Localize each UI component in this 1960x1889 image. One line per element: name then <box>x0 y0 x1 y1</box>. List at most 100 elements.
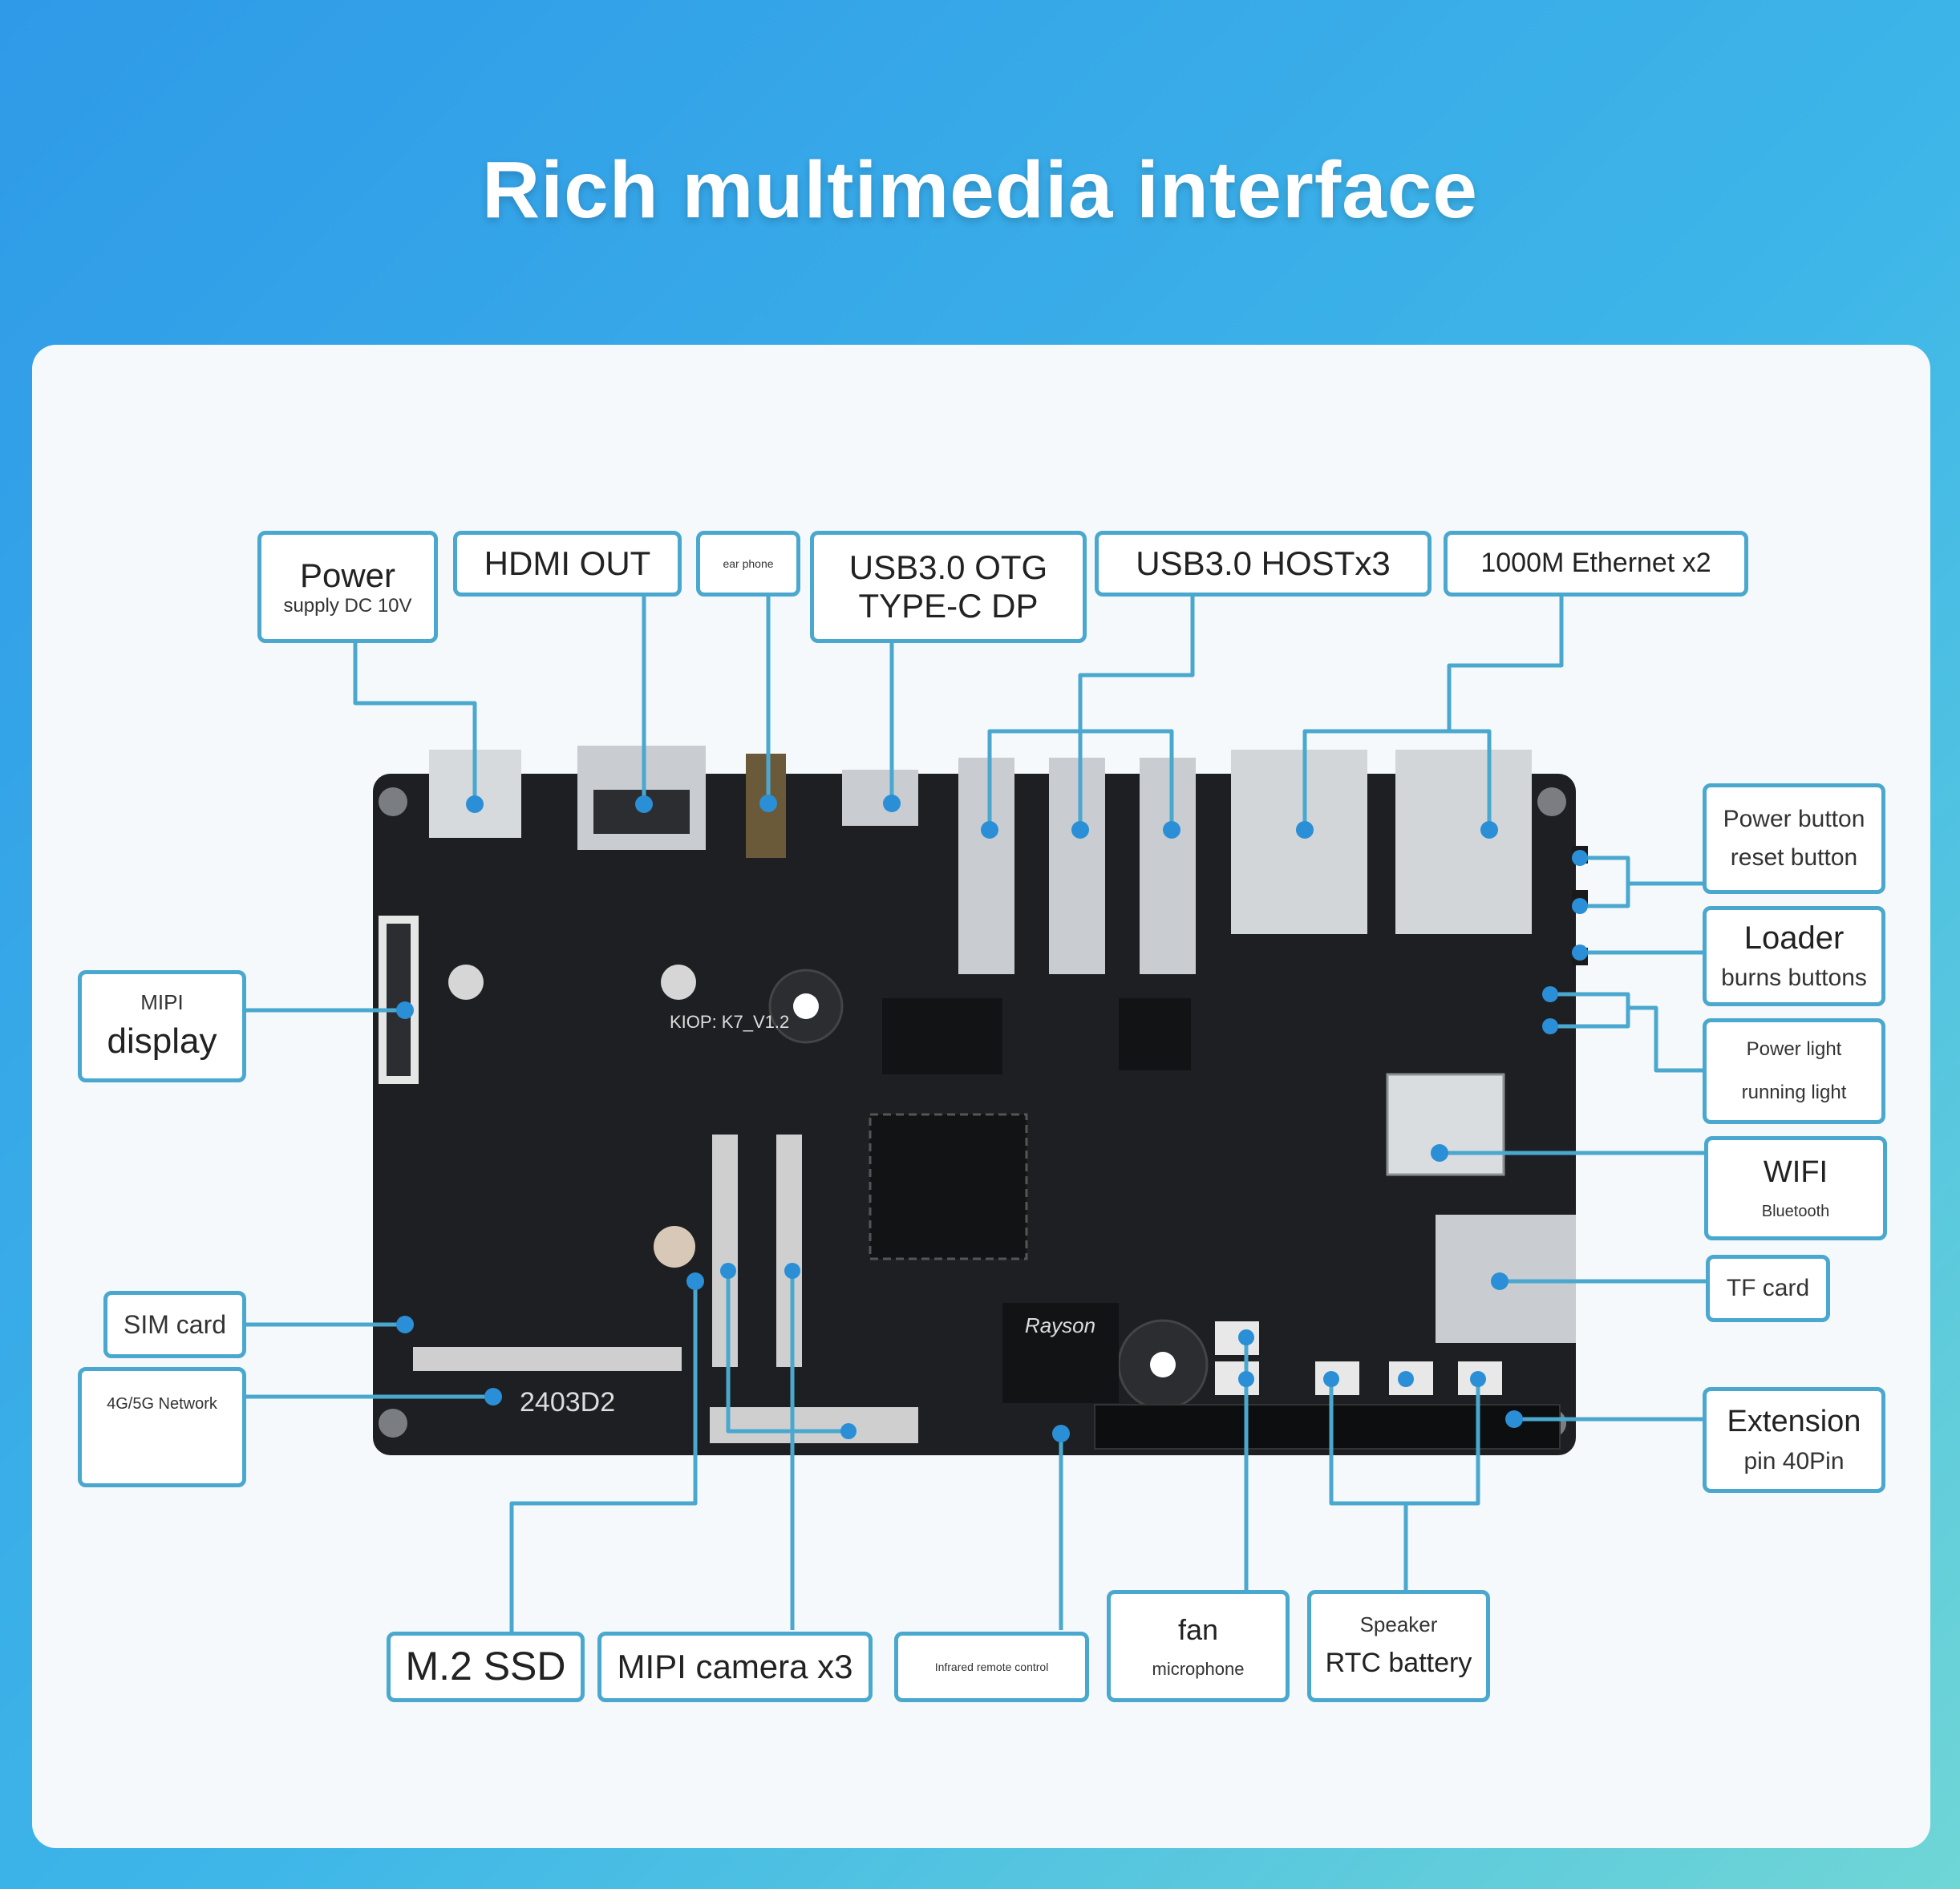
controller-chip <box>1119 998 1191 1070</box>
dot-tf-card <box>1491 1272 1508 1290</box>
ethernet-port <box>1231 750 1367 934</box>
label-usb-otg: USB3.0 OTG TYPE-C DP <box>810 531 1087 643</box>
label-serial-title: Infrared remote control <box>934 1660 1049 1673</box>
standoff <box>661 965 696 1000</box>
standoff <box>448 965 484 1000</box>
label-fan-sub: microphone <box>1152 1659 1245 1680</box>
label-power-light: Power light running light <box>1703 1018 1885 1124</box>
label-network-title: 4G/5G Network <box>107 1395 217 1413</box>
board-silkscreen-code: 2403D2 <box>520 1387 615 1418</box>
label-power-sub: supply DC 10V <box>283 595 412 617</box>
page-title: Rich multimedia interface <box>482 145 1478 235</box>
label-mipi-display-title: MIPI <box>140 989 184 1014</box>
leader-speaker-branch <box>1406 1379 1480 1506</box>
label-extension-title: Extension <box>1727 1404 1861 1438</box>
m2-slot <box>413 1347 682 1371</box>
leader-power-light-branch <box>1550 1008 1630 1029</box>
label-speaker: Speaker RTC battery <box>1307 1590 1490 1702</box>
label-power-button: Power button reset button <box>1703 783 1885 894</box>
dot-rtc <box>1398 1371 1414 1387</box>
ethernet-port <box>1395 750 1532 934</box>
label-mipi-camera: MIPI camera x3 <box>597 1632 873 1702</box>
label-loader-title: Loader <box>1743 920 1845 957</box>
label-loader: Loader burns buttons <box>1703 906 1885 1006</box>
leader-ethernet-branch <box>1449 729 1492 830</box>
dot-microphone <box>1238 1371 1254 1387</box>
mipi-camera-connector <box>712 1135 738 1367</box>
dot-network <box>484 1388 502 1406</box>
label-fan-title: fan <box>1177 1612 1219 1646</box>
gpio-header <box>1094 1404 1561 1450</box>
dot-m2 <box>686 1272 704 1290</box>
label-power-title: Power <box>299 556 396 595</box>
mount-hole <box>1150 1352 1176 1377</box>
label-m2-ssd: M.2 SSD <box>387 1632 585 1702</box>
mipi-camera-connector <box>710 1407 918 1443</box>
leader-usb-host-branch <box>987 729 1174 830</box>
leader-usb-host <box>1078 595 1195 830</box>
leader-power-button <box>1580 856 1704 886</box>
label-speaker-title: Speaker <box>1359 1612 1438 1636</box>
dot-serial <box>1052 1425 1070 1442</box>
dot-usb-host <box>981 821 998 839</box>
dot-loader <box>1572 944 1588 961</box>
dot-mipi-camera <box>840 1423 856 1439</box>
label-serial: Infrared remote control <box>894 1632 1089 1702</box>
board: Rayson KIOP: K7_V1.2 2403D <box>373 746 1588 1455</box>
usb-a-port <box>958 758 1014 974</box>
dot-power-button <box>1572 850 1588 866</box>
dot-reset-button <box>1572 898 1588 914</box>
label-fan: fan microphone <box>1107 1590 1290 1702</box>
chip-brand: Rayson <box>1025 1313 1095 1337</box>
label-power-button-title: Power button <box>1723 805 1865 832</box>
rayson-chip <box>1002 1303 1119 1403</box>
label-usb-otg-sub: TYPE-C DP <box>858 587 1039 625</box>
leader-power-light <box>1550 992 1704 1073</box>
mipi-display-slot <box>387 924 411 1076</box>
usb-c-port <box>842 770 918 826</box>
label-power-light-title: Power light <box>1746 1038 1842 1061</box>
label-extension: Extension pin 40Pin <box>1703 1387 1885 1493</box>
dot-mipi-display <box>396 1001 414 1019</box>
label-power-light-sub: running light <box>1741 1082 1847 1103</box>
label-usb-host-title: USB3.0 HOSTx3 <box>1136 544 1391 582</box>
leader-mipi-camera-branch <box>726 1271 848 1434</box>
mount-hole <box>379 787 407 816</box>
dot-rtc <box>1470 1371 1486 1387</box>
label-sim-card-title: SIM card <box>123 1309 227 1339</box>
label-wifi: WIFI Bluetooth <box>1704 1136 1887 1240</box>
wifi-module <box>1386 1073 1505 1176</box>
label-power-button-sub: reset button <box>1730 844 1858 871</box>
dot-speaker <box>1323 1371 1339 1387</box>
dot-usb-host <box>1163 821 1180 839</box>
label-earphone-title: ear phone <box>723 556 774 570</box>
leader-speaker <box>1329 1379 1408 1646</box>
label-hdmi: HDMI OUT <box>453 531 682 597</box>
dot-ethernet <box>1480 821 1498 839</box>
dot-hdmi <box>635 795 653 813</box>
label-loader-sub: burns buttons <box>1721 965 1867 992</box>
dot-usb-host <box>1071 821 1089 839</box>
usb-a-port <box>1140 758 1196 974</box>
label-usb-host: USB3.0 HOSTx3 <box>1095 531 1432 597</box>
standoff <box>654 1226 695 1268</box>
board-silkscreen-model: KIOP: K7_V1.2 <box>670 1012 789 1032</box>
label-earphone: ear phone <box>696 531 800 597</box>
label-power: Power supply DC 10V <box>257 531 438 643</box>
board-diagram: Rayson KIOP: K7_V1.2 2403D <box>245 595 1707 1662</box>
usb-a-port <box>1049 758 1105 974</box>
dot-wifi <box>1431 1144 1448 1162</box>
leader-power-button-branch <box>1580 884 1630 908</box>
label-sim-card: SIM card <box>103 1291 246 1358</box>
label-hdmi-title: HDMI OUT <box>484 544 651 582</box>
leader-power <box>353 639 477 804</box>
dot-power-light <box>1542 986 1558 1002</box>
dot-mipi-camera <box>784 1263 800 1279</box>
mount-hole <box>793 993 819 1019</box>
connector-dots <box>396 795 1588 1442</box>
label-extension-sub: pin 40Pin <box>1743 1447 1845 1474</box>
label-mipi-display: MIPI display <box>78 970 246 1082</box>
dot-sim <box>396 1316 414 1333</box>
mount-hole <box>1537 787 1566 816</box>
label-tf-card: TF card <box>1706 1255 1830 1322</box>
